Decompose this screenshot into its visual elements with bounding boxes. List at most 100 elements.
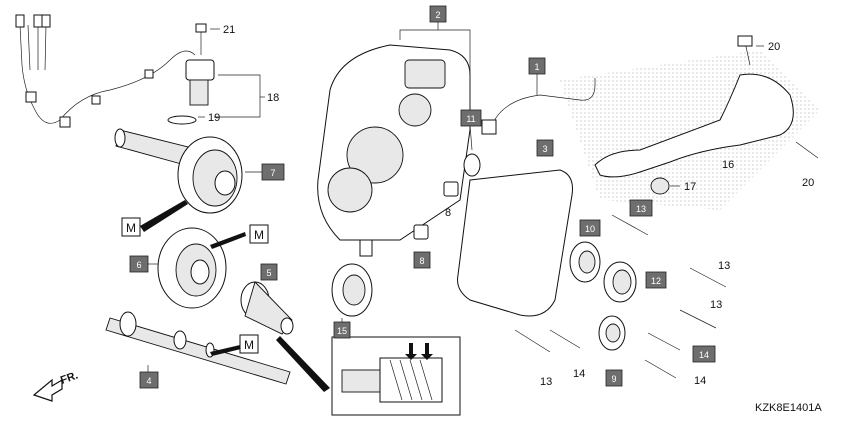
callout-11: 11: [466, 114, 475, 124]
callout-17: 17: [684, 181, 696, 193]
callout-13b: 13: [718, 260, 730, 272]
callout-box-14: [692, 345, 716, 363]
callout-15: 15: [337, 326, 347, 336]
arrow-down-icon: [421, 343, 433, 360]
callout-box-13: [629, 199, 653, 217]
fr-label: FR.: [59, 369, 80, 386]
callout-box-5: [260, 263, 278, 281]
bolt-13: [514, 329, 551, 353]
bearing-12: [603, 261, 637, 303]
m-marker-label: M: [244, 338, 254, 352]
m-arrow: [210, 232, 246, 249]
detail-pointer: [276, 336, 330, 392]
diagram-code: KZK8E1401A: [755, 402, 822, 414]
bolt-head: [195, 23, 207, 33]
callout-13a: 13: [636, 204, 646, 214]
collar: [650, 177, 670, 195]
callout-box-2: [429, 5, 447, 23]
wire-clamp: [59, 116, 71, 128]
countershaft-gear: [157, 227, 227, 309]
callout-14a: 14: [573, 368, 585, 380]
front-direction-indicator: FR.: [32, 369, 80, 402]
callout-18: 18: [267, 92, 279, 104]
m-arrow: [210, 345, 241, 356]
breather-tube: [489, 78, 596, 131]
bolt-14: [644, 359, 677, 379]
wire-clamp: [25, 91, 37, 103]
bearing-15: [331, 263, 373, 317]
callout-box-4: [139, 371, 159, 389]
bore: [398, 93, 432, 127]
callout-9: 9: [611, 374, 616, 384]
bolt-13: [689, 267, 727, 288]
callout-box-7: [261, 163, 285, 181]
callout-14c: 14: [694, 375, 706, 387]
bolt-14: [549, 329, 581, 349]
callout-19: 19: [208, 112, 220, 124]
callout-13c: 13: [710, 299, 722, 311]
callout-21: 21: [223, 24, 235, 36]
callout-8a: 8: [445, 207, 451, 219]
callout-3: 3: [542, 144, 547, 154]
bearing-10: [569, 241, 601, 283]
m-marker-label: M: [126, 221, 136, 235]
bore: [327, 167, 373, 213]
callout-box-1: [528, 57, 546, 75]
m-marker-label: M: [254, 228, 264, 242]
callout-box-8: [413, 251, 431, 269]
bore: [346, 126, 404, 184]
o-ring: [167, 115, 197, 125]
m-marker: [121, 217, 141, 237]
callout-13d: 13: [540, 376, 552, 388]
callout-14b: 14: [699, 350, 709, 360]
callout-box-10: [579, 219, 601, 237]
arrow-down-icon: [405, 343, 417, 360]
callout-box-9: [605, 369, 623, 387]
callout-box-15: [333, 321, 351, 339]
callout-2: 2: [435, 10, 440, 20]
dowel-pin: [413, 224, 429, 240]
callout-4: 4: [146, 376, 151, 386]
oil-seal: [463, 153, 481, 177]
bolt-13: [611, 214, 649, 236]
callout-box-12: [645, 271, 667, 289]
case-guard: [594, 73, 794, 178]
connector-pin: [33, 14, 43, 28]
sensor-harness: [15, 14, 196, 128]
bolt-14: [647, 332, 681, 351]
callout-7: 7: [270, 168, 275, 178]
connector-pin: [15, 14, 25, 28]
callout-6: 6: [136, 260, 141, 270]
callout-12: 12: [651, 276, 661, 286]
m-marker: [249, 224, 269, 244]
bearing-9: [598, 315, 626, 351]
transmission-case: [317, 44, 471, 257]
wire-clamp: [144, 69, 154, 79]
wire-clamp: [91, 95, 101, 105]
case-gasket: [457, 169, 573, 317]
detail-inset: [331, 336, 461, 416]
tube-clip: [481, 119, 497, 135]
callout-8b: 8: [419, 256, 424, 266]
m-arrow: [140, 200, 188, 232]
drive-shaft: [105, 311, 291, 385]
speed-sensor: [167, 23, 215, 125]
callout-5: 5: [266, 268, 271, 278]
arrow-left-icon: [32, 378, 63, 402]
pinion-gear: [240, 281, 294, 335]
callout-box-6: [129, 255, 149, 273]
callout-20b: 20: [802, 177, 814, 189]
bolt-13: [679, 309, 717, 329]
m-marker: [239, 334, 259, 354]
callout-box-3: [536, 139, 554, 157]
connector-pin: [41, 14, 51, 28]
bolt-20: [795, 141, 819, 159]
final-gear-shaft: [114, 128, 243, 214]
dowel-pin: [443, 181, 459, 197]
bolt-head: [737, 35, 753, 47]
callout-1: 1: [534, 62, 539, 72]
callout-20a: 20: [768, 41, 780, 53]
callout-10: 10: [585, 224, 595, 234]
callout-16: 16: [722, 159, 734, 171]
